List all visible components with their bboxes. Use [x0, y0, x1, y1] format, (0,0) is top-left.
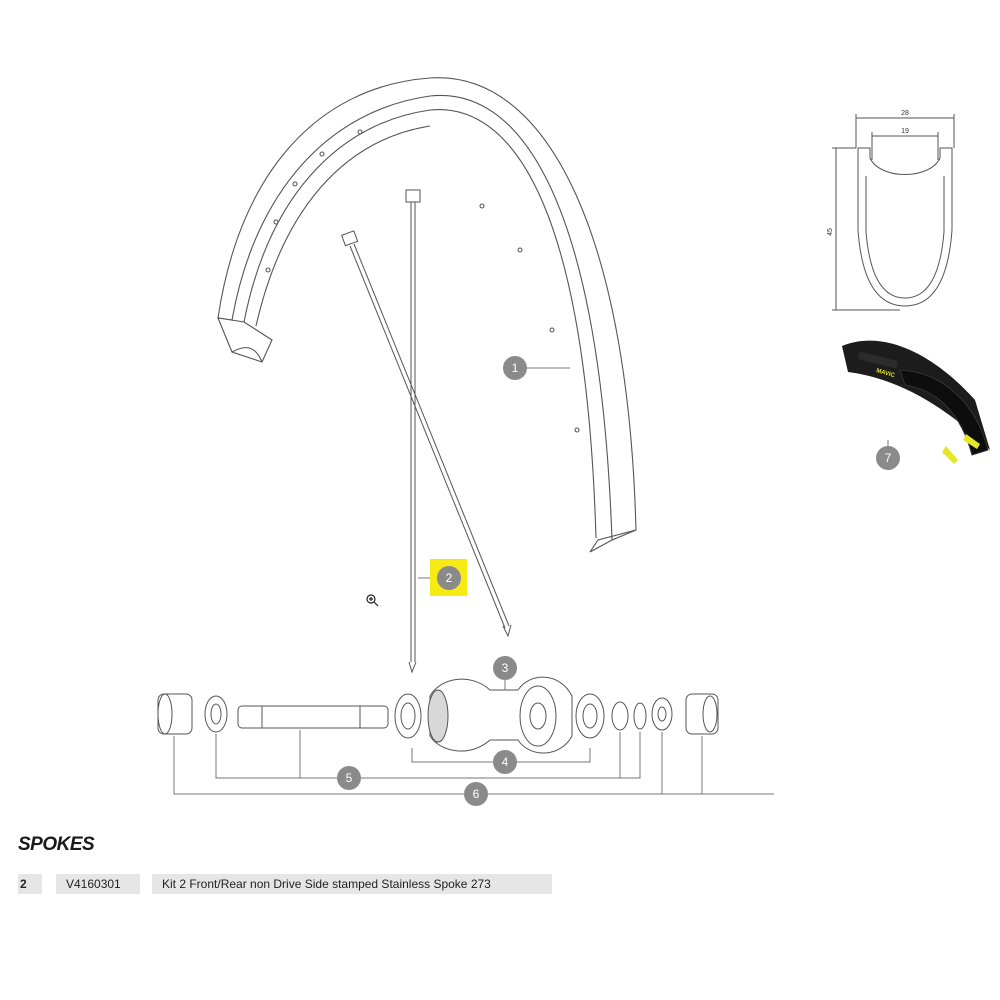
svg-text:2: 2: [446, 571, 453, 585]
part-description: Kit 2 Front/Rear non Drive Side stamped …: [152, 874, 552, 894]
spokes-drawing: [341, 189, 512, 674]
svg-text:6: 6: [473, 787, 480, 801]
callout-1[interactable]: 1: [503, 356, 527, 380]
rim-width-outer-label: 28: [901, 110, 909, 117]
rim-drawing: [217, 77, 637, 553]
callout-6[interactable]: 6: [464, 782, 488, 806]
rim-height-label: 45: [827, 228, 834, 236]
rim-width-inner-label: 19: [901, 128, 909, 135]
callout-3[interactable]: 3: [493, 656, 517, 680]
section-title: SPOKES: [18, 834, 95, 855]
zoom-in-icon[interactable]: [366, 594, 379, 607]
svg-text:3: 3: [502, 661, 509, 675]
exploded-parts-diagram: 28 19 45 MAVIC 1 2 3 4 5 6 7: [157, 77, 990, 806]
parts-table-row[interactable]: 2 V4160301 Kit 2 Front/Rear non Drive Si…: [18, 874, 552, 894]
callout-2-highlighted[interactable]: 2: [430, 559, 467, 596]
callout-4[interactable]: 4: [493, 750, 517, 774]
part-number: V4160301: [56, 874, 140, 894]
svg-text:5: 5: [346, 771, 353, 785]
svg-text:7: 7: [885, 451, 892, 465]
callout-5[interactable]: 5: [337, 766, 361, 790]
tire-drawing: MAVIC: [842, 340, 990, 464]
part-ref: 2: [18, 874, 42, 894]
hub-assembly-drawing: [157, 676, 719, 754]
tire-brand-label: MAVIC: [875, 368, 895, 379]
svg-text:4: 4: [502, 755, 509, 769]
svg-text:1: 1: [512, 361, 519, 375]
callout-7[interactable]: 7: [876, 446, 900, 470]
leader-lines: [173, 367, 889, 795]
rim-profile-drawing: [832, 114, 955, 311]
